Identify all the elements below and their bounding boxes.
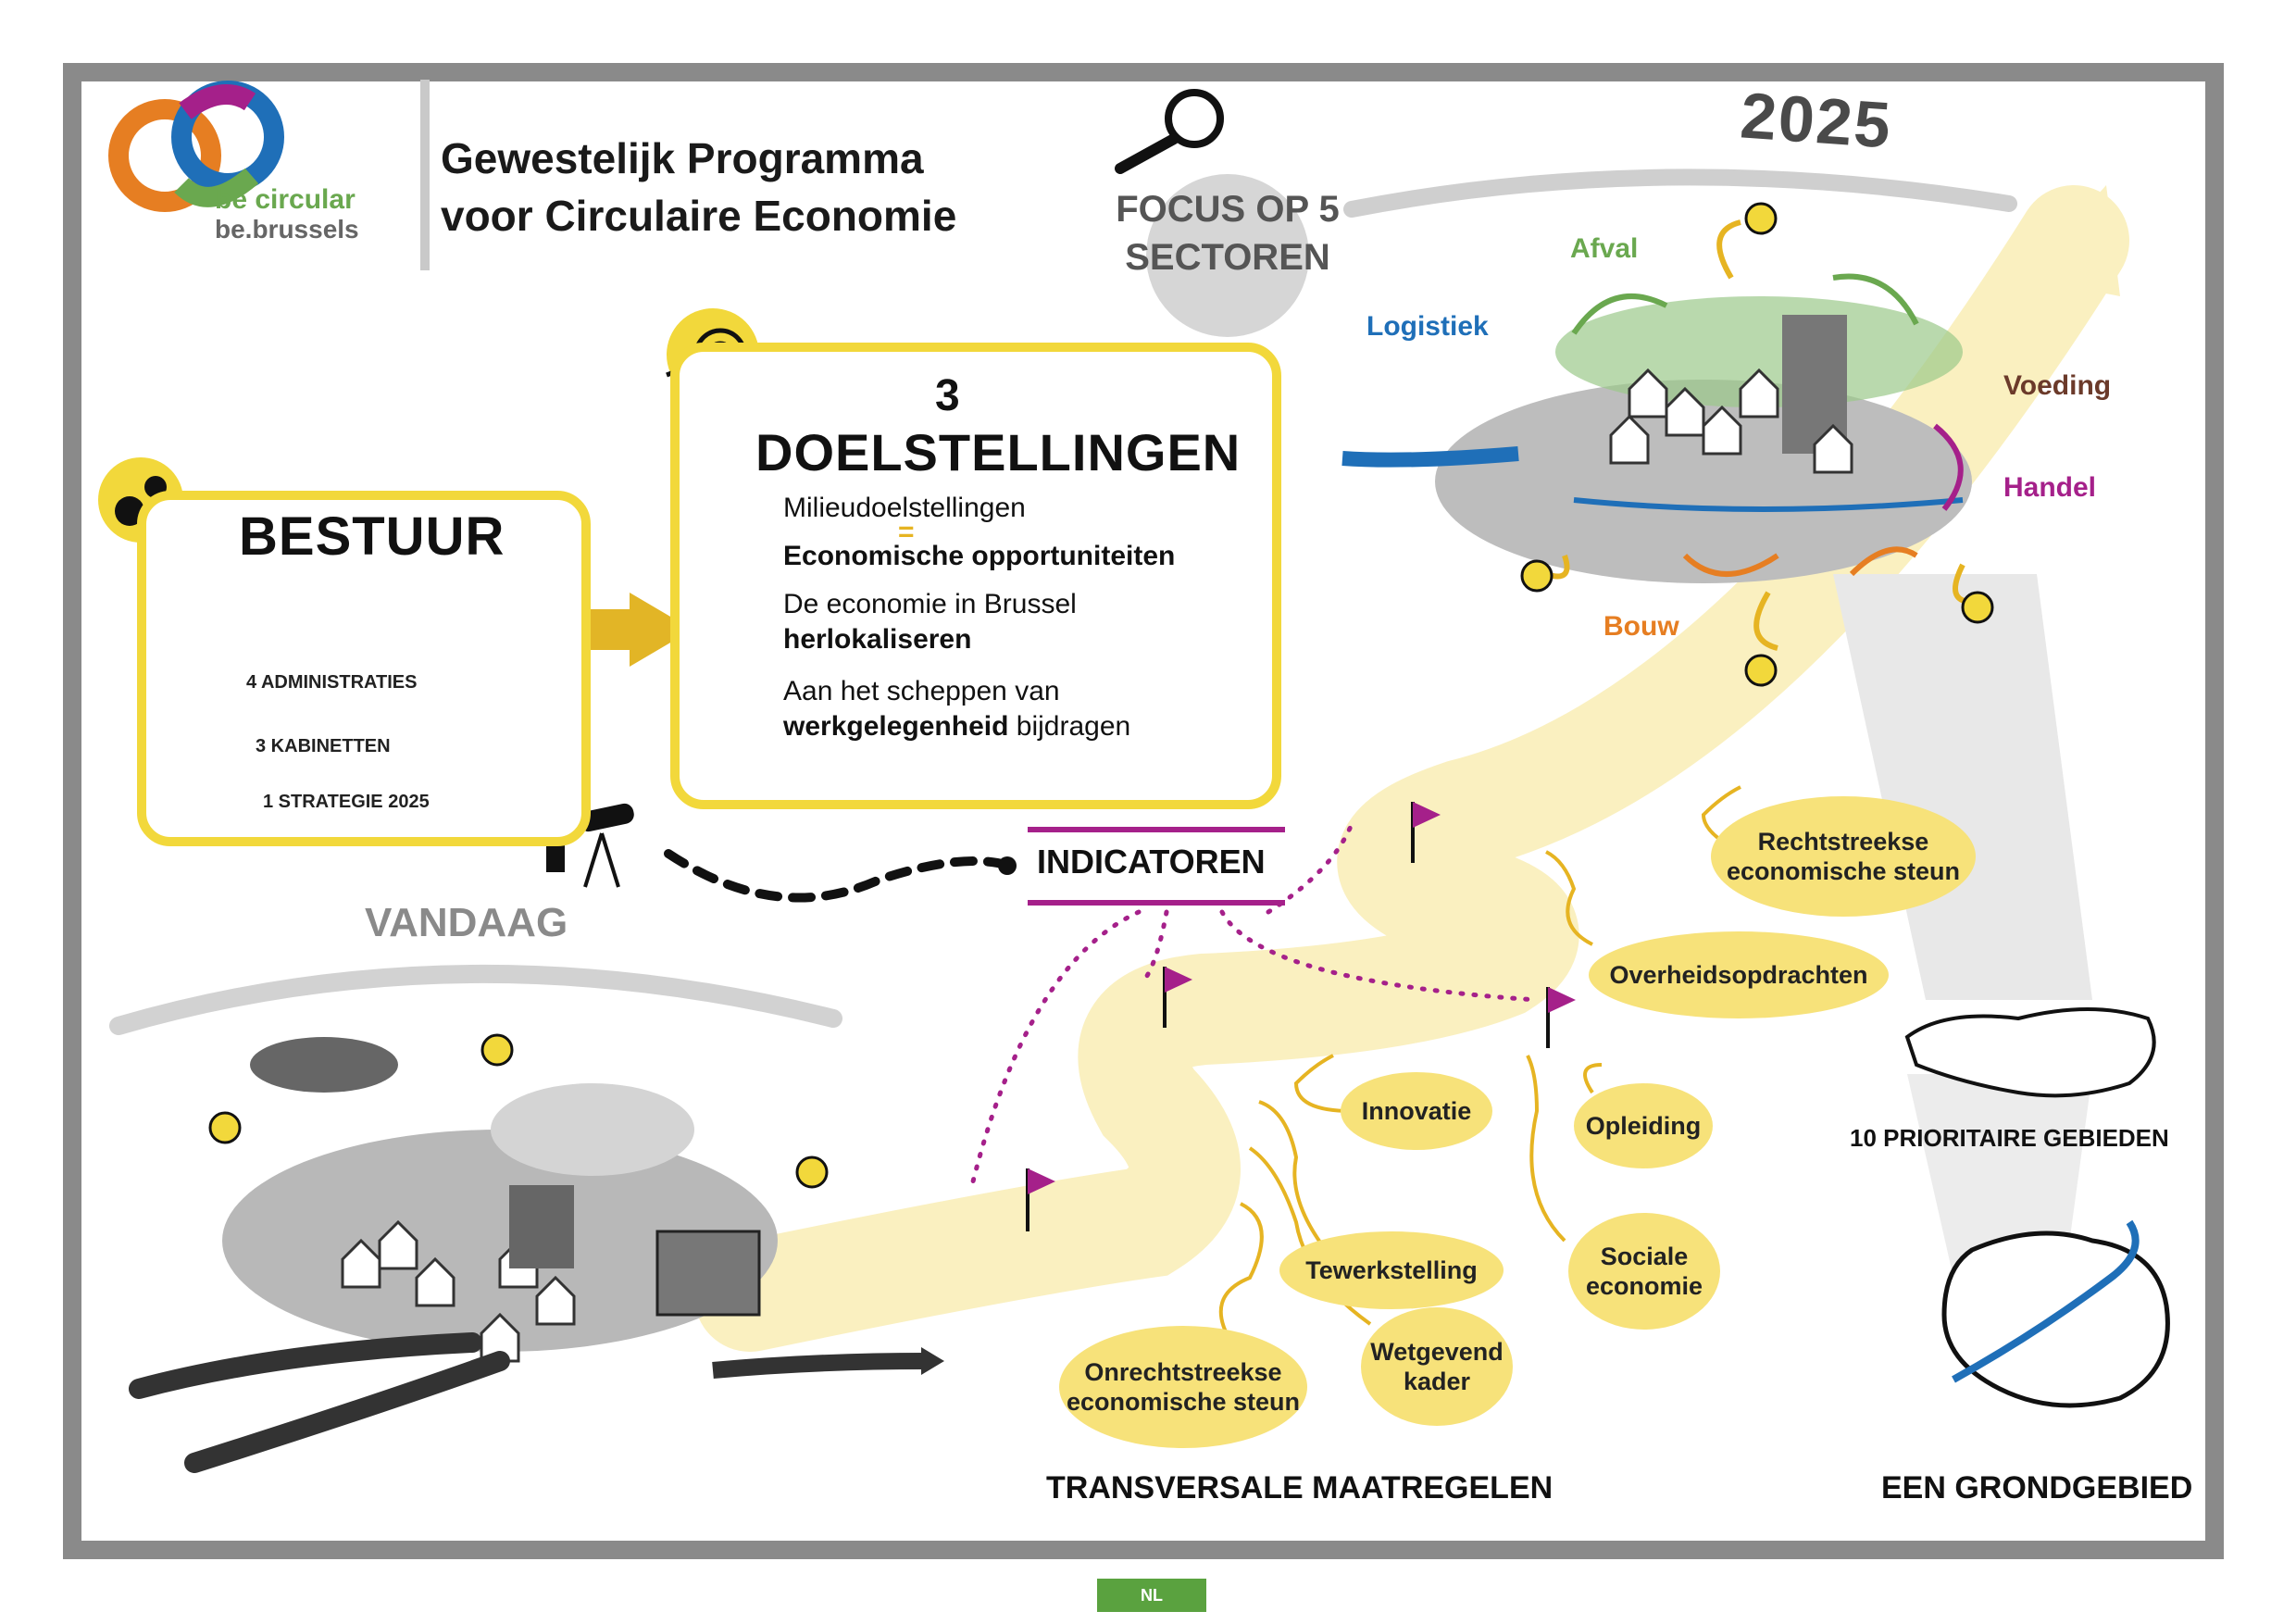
bubble-innovatie: Innovatie (1341, 1072, 1492, 1150)
title-line1: Gewestelijk Programma (441, 134, 924, 182)
measure-arrows-icon (1218, 785, 1741, 1344)
bestuur-item-strategie: 1 STRATEGIE 2025 (263, 792, 430, 812)
goal-3-rest: bijdragen (1008, 711, 1131, 742)
dashed-endpoint-icon (998, 856, 1017, 875)
sector-voeding: Voeding (2003, 370, 2112, 401)
bestuur-item-kabinetten: 3 KABINETTEN (256, 736, 391, 756)
sector-handel: Handel (2003, 472, 2097, 503)
bubble-overheidsopdrachten: Overheidsopdrachten (1589, 931, 1889, 1018)
goal-1-equals: = (898, 517, 915, 547)
goal-2-line1: De economie in Brussel (783, 589, 1077, 619)
logo-text-line2: be.brussels (215, 215, 359, 244)
goal-3-line1: Aan het scheppen van (783, 676, 1060, 706)
rechtstreekse-line2: economische steun (1726, 857, 1961, 885)
bubble-opleiding: Opleiding (1574, 1083, 1713, 1168)
header-separator (420, 80, 430, 270)
title-line2: voor Circulaire Economie (441, 192, 957, 240)
today-building-icon (509, 1185, 574, 1268)
bubble-tewerkstelling: Tewerkstelling (1279, 1231, 1504, 1309)
output-arrowhead-icon (921, 1347, 944, 1375)
canal-icon (1952, 1219, 2140, 1383)
sociale-line2: economie (1585, 1272, 1703, 1300)
sector-afval: Afval (1570, 233, 1639, 264)
doelstellingen-heading: DOELSTELLINGEN (755, 423, 1242, 481)
blue-flow-icon (1573, 497, 1964, 512)
grondgebied-label: EEN GRONDGEBIED (1881, 1470, 2193, 1505)
page-title: Gewestelijk Programma voor Circulaire Ec… (441, 130, 956, 244)
onrechtstreekse-line2: economische steun (1066, 1388, 1301, 1416)
focus-circle-icon (1146, 174, 1309, 337)
sector-logistiek: Logistiek (1366, 311, 1489, 342)
doelstellingen-number: 3 (935, 371, 961, 420)
goal-1-line1: Milieudoelstellingen (783, 493, 1026, 523)
year-label: 2025 (1738, 79, 1895, 162)
onrechtstreekse-line1: Onrechtstreekse (1084, 1358, 1282, 1386)
goal-3-line2: werkgelegenheid bijdragen (783, 709, 1130, 744)
green-cycle-arrows-icon (1571, 273, 1919, 335)
goal-3-bold: werkgelegenheid (783, 711, 1009, 742)
magenta-cycle-arrows-icon (1933, 423, 1964, 511)
road-arrowhead-icon (2023, 185, 2120, 296)
funnel-upper-icon (1833, 574, 2092, 1000)
today-city-ground-icon (222, 1130, 778, 1352)
magnifier-icon (1115, 89, 1224, 174)
goal-1-line2: Economische opportuniteiten (783, 541, 1176, 571)
be-circular-logo-icon (108, 81, 284, 212)
priority-areas-map-icon (1904, 1007, 2156, 1098)
doelstellingen-box (670, 343, 1281, 809)
rechtstreekse-line1: Rechtstreekse (1757, 828, 1929, 856)
focus-line2: SECTOREN (1125, 237, 1330, 278)
goal-1: Milieudoelstellingen = Economische oppor… (783, 491, 1175, 574)
language-badge: NL (1097, 1579, 1206, 1612)
progress-road-icon (694, 185, 2129, 1352)
bestuur-heading: BESTUUR (239, 506, 505, 567)
funnel-lower-icon (1907, 1074, 2092, 1278)
big-arrow-icon (574, 593, 693, 667)
transversale-label: TRANSVERSALE MAATREGELEN (1046, 1470, 1554, 1505)
logo-text-line1: be circular (215, 184, 356, 215)
prioritaire-label: 10 PRIORITAIRE GEBIEDEN (1850, 1124, 2169, 1152)
indicatoren-label: INDICATOREN (1037, 843, 1266, 881)
output-arrow-icon (712, 1353, 927, 1379)
sociale-line1: Sociale (1600, 1243, 1689, 1270)
orange-cycle-arrows-icon (1682, 546, 1918, 577)
bestuur-item-administraties: 4 ADMINISTRATIES (246, 672, 418, 693)
today-euro-icon (208, 1033, 829, 1189)
future-houses-icon (1609, 368, 1853, 474)
future-arc-icon (1343, 169, 2017, 218)
sector-bouw: Bouw (1603, 611, 1679, 642)
today-cloud-icon (491, 1083, 694, 1176)
pollution-cloud-icon (250, 1037, 398, 1093)
wetgevend-line1: Wetgevend (1370, 1338, 1504, 1366)
vandaag-label: VANDAAG (365, 900, 568, 945)
goal-2-line2: herlokaliseren (783, 624, 972, 655)
waste-container-icon (655, 1230, 761, 1317)
euro-coin-icon (1520, 202, 1994, 687)
goal-3: Aan het scheppen van werkgelegenheid bij… (783, 674, 1130, 744)
focus-label: FOCUS OP 5 SECTOREN (1107, 185, 1348, 281)
today-arc-icon (109, 964, 842, 1035)
wetgevend-line2: kader (1403, 1368, 1471, 1395)
focus-line1: FOCUS OP 5 (1116, 189, 1340, 230)
river-icon (1341, 446, 1519, 468)
goal-2: De economie in Brussel herlokaliseren (783, 587, 1077, 657)
milestone-flag-icon (1026, 802, 1576, 1231)
linear-flow-arrows-icon (129, 1332, 510, 1473)
indicator-dashed-line-icon (664, 849, 1014, 903)
bestuur-box (137, 491, 591, 846)
indicator-dotted-paths-icon (969, 821, 1540, 1188)
